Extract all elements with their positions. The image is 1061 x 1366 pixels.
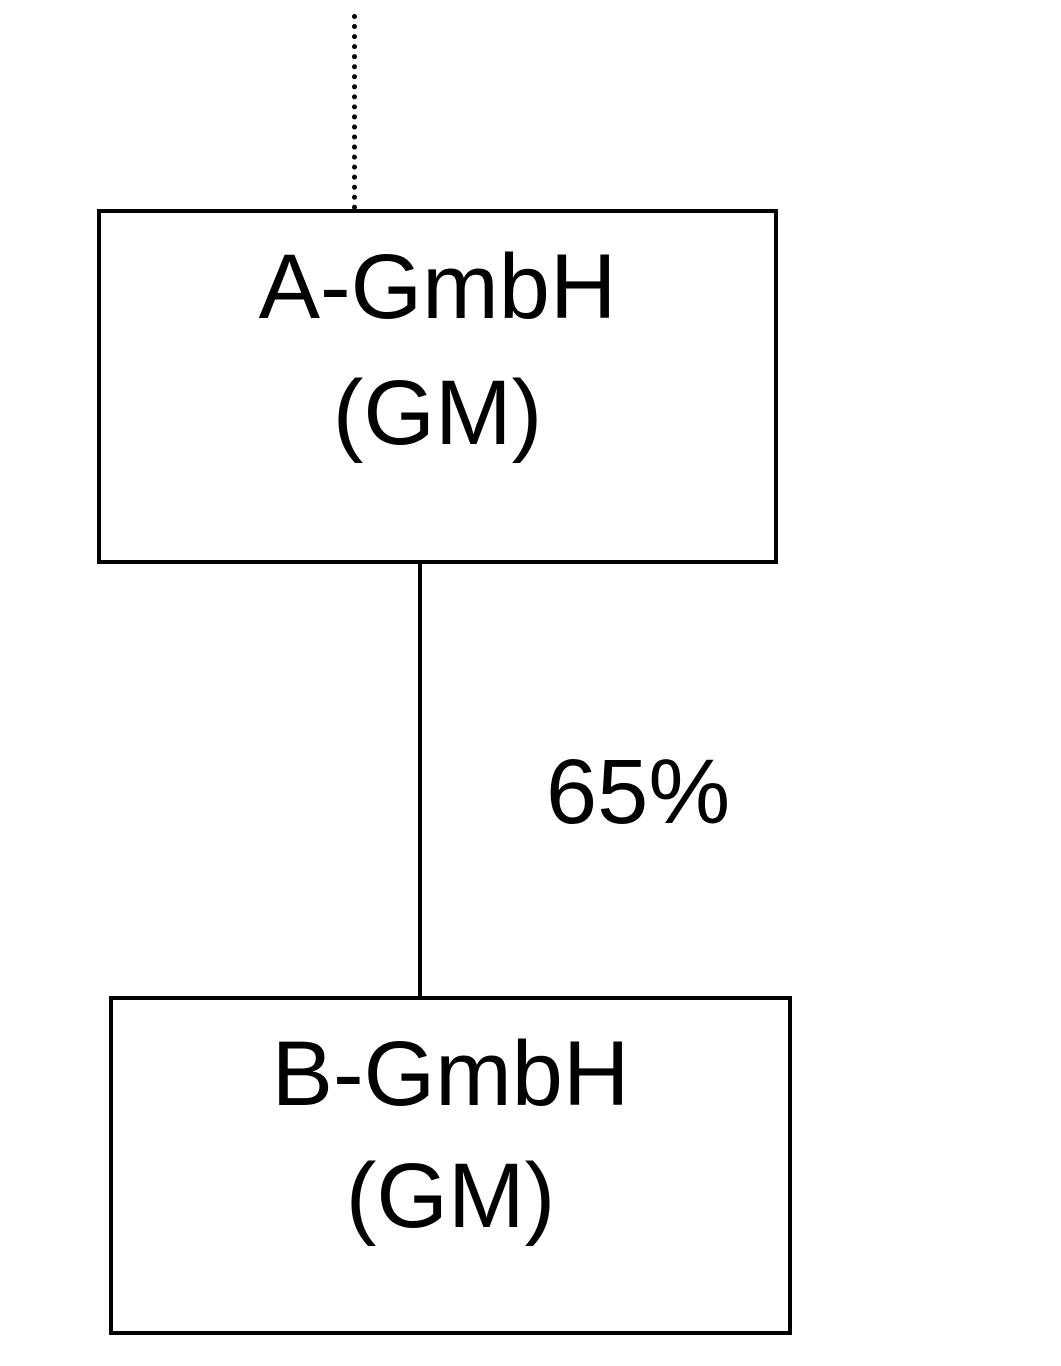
upstream-dotted-connector	[352, 14, 357, 210]
entity-box-a-gmbh: A-GmbH (GM)	[97, 209, 778, 564]
entity-type: (GM)	[345, 1145, 556, 1247]
ownership-percentage-label: 65%	[546, 741, 731, 843]
entity-box-b-gmbh: B-GmbH (GM)	[109, 996, 792, 1335]
ownership-connector-line	[418, 564, 422, 996]
entity-type: (GM)	[332, 362, 543, 464]
entity-name: B-GmbH	[271, 1023, 630, 1125]
entity-name: A-GmbH	[258, 236, 617, 338]
